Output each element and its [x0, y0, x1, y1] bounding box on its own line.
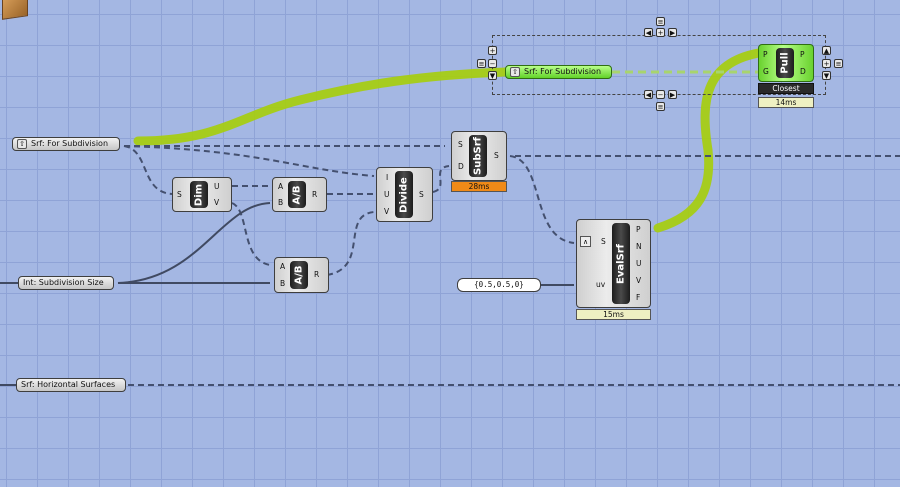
divide-component[interactable]: I U V Divide S	[376, 167, 433, 222]
output-port[interactable]: P	[800, 50, 805, 59]
param-label: Srf: For Subdivision	[31, 139, 109, 148]
component-core: SubSrf	[469, 135, 487, 177]
component-core: Pull	[776, 48, 794, 78]
nub-minus-icon[interactable]: −	[488, 59, 497, 68]
param-label: Srf: For Subdivision	[524, 67, 602, 76]
component-core: EvalSrf	[612, 223, 630, 304]
nub-right-up-icon[interactable]: ▲	[822, 46, 831, 55]
output-port[interactable]: P	[636, 225, 641, 234]
component-core: Dim	[190, 181, 208, 208]
input-port[interactable]: B	[278, 198, 284, 207]
input-port[interactable]: S	[458, 140, 463, 149]
arrow-up-icon: ⇧	[510, 67, 520, 77]
pull-component[interactable]: P G Pull P D	[758, 44, 814, 82]
input-port[interactable]: D	[458, 162, 464, 171]
component-core: A/B	[288, 181, 306, 208]
srf-for-subdivision-param[interactable]: ⇧ Srf: For Subdivision	[12, 137, 120, 151]
wire-selected	[133, 67, 511, 146]
component-core: A/B	[290, 261, 308, 289]
component-core: Divide	[395, 171, 413, 218]
wire-dim-v	[231, 202, 271, 266]
nub-top-left-icon[interactable]: ◀	[644, 28, 653, 37]
nub-up-icon[interactable]: +	[488, 46, 497, 55]
input-port[interactable]: G	[763, 67, 769, 76]
dim-component[interactable]: S Dim U V	[172, 177, 232, 212]
srf-for-subdivision-param-selected[interactable]: ⇧ Srf: For Subdivision	[505, 65, 612, 79]
output-port[interactable]: U	[636, 259, 642, 268]
nub-top-plus-icon[interactable]: +	[656, 28, 665, 37]
wire-to-dim	[123, 145, 173, 195]
output-port[interactable]: R	[314, 270, 320, 279]
evalsrf-component[interactable]: ∧ S uv EvalSrf P N U V F	[576, 219, 651, 308]
input-port[interactable]: U	[384, 190, 390, 199]
subsrf-time-badge: 28ms	[451, 181, 507, 192]
wire-selected-pull	[653, 47, 770, 233]
input-port[interactable]: A	[278, 182, 284, 191]
output-port[interactable]: V	[214, 198, 220, 207]
nub-right-down-icon[interactable]: ▼	[822, 71, 831, 80]
arrow-up-icon: ⇧	[17, 139, 27, 149]
ab-component-2[interactable]: A B A/B R	[274, 257, 329, 293]
nub-top-right-icon[interactable]: ▶	[668, 28, 677, 37]
nub-bottom-minus-icon[interactable]: −	[656, 90, 665, 99]
input-port[interactable]: B	[280, 279, 286, 288]
wire-to-divide-i	[123, 145, 375, 177]
srf-horizontal-surfaces-param[interactable]: Srf: Horizontal Surfaces	[16, 378, 126, 392]
input-port[interactable]: I	[386, 173, 389, 182]
nub-right-plus-icon[interactable]: +	[822, 59, 831, 68]
pull-time-badge: 14ms	[758, 97, 814, 108]
nub-top-menu-icon[interactable]: ≡	[656, 17, 665, 26]
input-port[interactable]: P	[763, 50, 768, 59]
input-port[interactable]: A	[280, 262, 286, 271]
wire-divide-subsrf	[432, 165, 450, 193]
input-port[interactable]: uv	[596, 280, 606, 289]
input-port[interactable]: S	[601, 237, 606, 246]
nub-bottom-left-icon[interactable]: ◀	[644, 90, 653, 99]
param-label: Srf: Horizontal Surfaces	[21, 380, 116, 389]
input-port[interactable]: S	[177, 190, 182, 199]
nub-right-menu-icon[interactable]: ≡	[834, 59, 843, 68]
nub-down-icon[interactable]: ▼	[488, 71, 497, 80]
nub-bottom-menu-icon[interactable]: ≡	[656, 102, 665, 111]
evalsrf-time-badge: 15ms	[576, 309, 651, 320]
output-port[interactable]: D	[800, 67, 806, 76]
ab-component-1[interactable]: A B A/B R	[272, 177, 327, 212]
output-port[interactable]: R	[312, 190, 318, 199]
wire-int-ab1	[117, 202, 271, 284]
graft-icon[interactable]: ∧	[580, 236, 591, 247]
subsrf-component[interactable]: S D SubSrf S	[451, 131, 507, 181]
wire-ab2-divide	[326, 211, 375, 276]
pull-mode-label: Closest	[758, 83, 814, 94]
param-label: Int: Subdivision Size	[23, 278, 104, 287]
output-port[interactable]: S	[494, 151, 499, 160]
panel-value: {0.5,0.5,0}	[474, 280, 524, 289]
output-port[interactable]: F	[636, 293, 641, 302]
nub-menu-icon[interactable]: ≡	[477, 59, 486, 68]
input-port[interactable]: V	[384, 207, 390, 216]
uv-panel[interactable]: {0.5,0.5,0}	[457, 278, 541, 292]
output-port[interactable]: S	[419, 190, 424, 199]
wire-subsrf-evalsrf	[509, 155, 575, 244]
output-port[interactable]: V	[636, 276, 642, 285]
output-port[interactable]: U	[214, 182, 220, 191]
nub-bottom-right-icon[interactable]: ▶	[668, 90, 677, 99]
int-subdivision-size-param[interactable]: Int: Subdivision Size	[18, 276, 114, 290]
output-port[interactable]: N	[636, 242, 642, 251]
